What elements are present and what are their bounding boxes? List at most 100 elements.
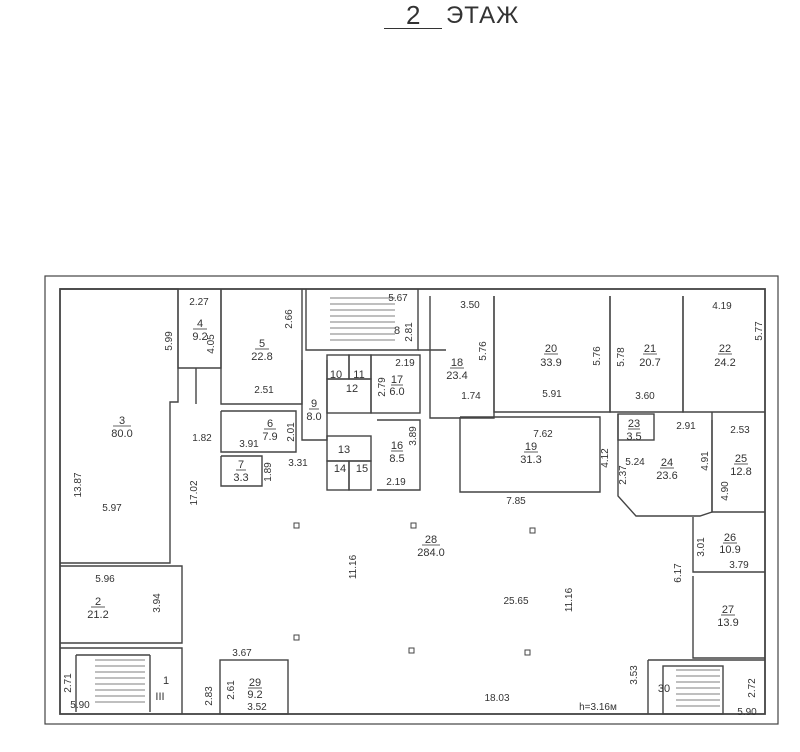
wall-wc-15: [348, 460, 372, 491]
room-26-number: 26: [724, 532, 736, 544]
wall-room-6: [220, 410, 297, 453]
dim-label: 3.60: [635, 391, 655, 402]
room-10-number: 10: [330, 369, 342, 381]
dim-label: 13.87: [73, 472, 84, 497]
dim-label: 5.77: [754, 321, 765, 341]
dim-label: 2.27: [189, 297, 209, 308]
dim-label: 5.96: [95, 574, 115, 585]
dim-label: 5.97: [102, 503, 122, 514]
room-2-number: 2: [95, 596, 101, 608]
room-11-number: 11: [353, 369, 364, 381]
dim-label: 4.91: [700, 451, 711, 471]
outer-wall: [44, 275, 779, 725]
dim-label: 7.62: [533, 429, 553, 440]
room-21-area: 20.7: [639, 357, 660, 369]
room-27-area: 13.9: [717, 617, 738, 629]
dim-label: 6.17: [673, 563, 684, 583]
dimension-labels: 2.27 2.51 5.67 3.50 5.91 3.60 4.19 2.19 …: [70, 293, 757, 718]
dim-label: 3.50: [460, 300, 480, 311]
room-13-number: 13: [338, 444, 350, 456]
dim-label: 2.53: [730, 425, 750, 436]
dim-label: 4.05: [206, 334, 217, 354]
room-30-number: 30: [658, 683, 670, 695]
dim-label: 3.31: [288, 458, 308, 469]
room-17-area: 6.0: [389, 386, 404, 398]
dim-label: 1.82: [192, 433, 212, 444]
wall-room-29: [219, 659, 289, 715]
room-26-area: 10.9: [719, 544, 740, 556]
dim-label: 5.78: [616, 347, 627, 367]
dim-label: 5.67: [388, 293, 408, 304]
room-27-number: 27: [722, 604, 734, 616]
stair-mark: III: [155, 691, 164, 703]
room-4-number: 4: [197, 318, 203, 330]
room-29-number: 29: [249, 677, 261, 689]
wall-room-16: [377, 419, 421, 491]
wall-room-2: [60, 565, 183, 644]
room-7-area: 3.3: [233, 472, 248, 484]
dim-label: 25.65: [503, 596, 528, 607]
dim-label: 2.61: [226, 680, 237, 700]
floor-title: 2 ЭТАЖ: [384, 0, 544, 34]
dim-label: 2.37: [618, 465, 629, 485]
dim-label: 3.52: [247, 702, 267, 713]
dim-label: 5.24: [625, 457, 645, 468]
room-23-area: 3.5: [626, 431, 641, 443]
room-9-number: 9: [311, 398, 317, 410]
dim-label: 4.19: [712, 301, 732, 312]
dim-label: 5.99: [164, 331, 175, 351]
dim-label: 5.90: [737, 707, 757, 718]
dim-label: 2.19: [395, 358, 415, 369]
dim-label: 2.91: [676, 421, 696, 432]
wall-room-5: [220, 289, 303, 405]
room-28-area: 284.0: [417, 547, 445, 559]
room-20-area: 33.9: [540, 357, 561, 369]
room-16-number: 16: [391, 440, 403, 452]
dim-label: 2.71: [63, 673, 74, 693]
dim-label: 2.19: [386, 477, 406, 488]
wall-stair-8: [305, 289, 419, 351]
room-18-number: 18: [451, 357, 463, 369]
dim-label: 3.91: [239, 439, 259, 450]
room-6-area: 7.9: [262, 431, 277, 443]
wall-room-27: [692, 576, 765, 659]
dim-label: 3.94: [152, 593, 163, 613]
wall-room-7: [220, 455, 263, 487]
room-25-number: 25: [735, 453, 747, 465]
floor-number: 2: [406, 0, 421, 30]
room-4-area: 9.2: [192, 331, 207, 343]
wall-room-1-stair: [60, 647, 183, 714]
dim-label: 17.02: [189, 480, 200, 505]
dim-label: 3.89: [408, 426, 419, 446]
wall-room-26: [692, 517, 765, 573]
dim-label: 11.16: [564, 587, 575, 612]
dim-label: 1.74: [461, 391, 481, 402]
dim-label: 7.85: [506, 496, 526, 507]
room-5-area: 22.8: [251, 351, 272, 363]
room-28-number: 28: [425, 534, 437, 546]
room-22-number: 22: [719, 343, 731, 355]
dim-label: 2.51: [254, 385, 274, 396]
dim-label: 4.12: [600, 448, 611, 468]
dim-label: 3.79: [729, 560, 749, 571]
columns: [293, 522, 536, 656]
floor-label: ЭТАЖ: [446, 2, 520, 29]
room-labels: 1 2 21.2 3 80.0 4 9.2 5 22.8 6 7.9 7 3.3…: [87, 318, 751, 713]
room-14-number: 14: [334, 463, 346, 475]
dimension-labels-vertical: 4.05 5.99 2.66 2.81 5.76 5.76 5.78 5.77 …: [63, 309, 765, 706]
room-22-area: 24.2: [714, 357, 735, 369]
room-7-number: 7: [238, 459, 244, 471]
dim-label: 5.76: [478, 341, 489, 361]
room-29-area: 9.2: [247, 689, 262, 701]
dim-label: 3.53: [629, 665, 640, 685]
dim-label: 5.76: [592, 346, 603, 366]
area-underlines: [91, 328, 748, 689]
dim-label: 2.79: [377, 377, 388, 397]
room-20-number: 20: [545, 343, 557, 355]
wall-room-19: [459, 416, 601, 493]
dim-label: 5.90: [70, 700, 90, 711]
dim-label: 2.66: [284, 309, 295, 329]
floor-number-underline: [384, 28, 442, 29]
walls: [44, 275, 779, 725]
